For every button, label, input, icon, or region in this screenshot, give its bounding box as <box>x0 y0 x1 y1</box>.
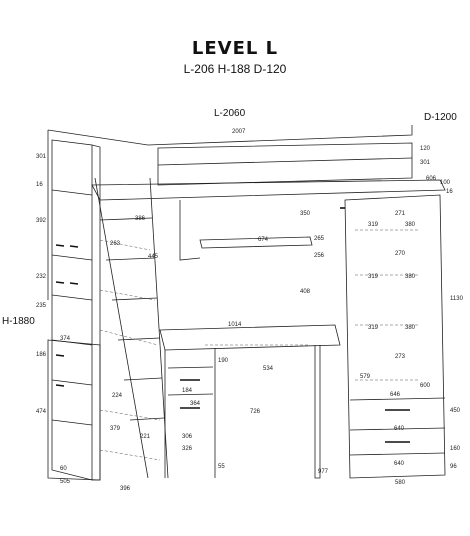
dim-60: 60 <box>60 466 67 472</box>
upper-shelf <box>199 236 313 249</box>
dim-350: 350 <box>300 211 311 217</box>
dim-600: 600 <box>420 383 431 389</box>
dim-977: 977 <box>318 469 329 475</box>
dim-379: 379 <box>110 426 121 432</box>
dim-364: 364 <box>190 401 201 407</box>
dim-534: 534 <box>263 366 274 372</box>
dim-224: 224 <box>112 393 123 399</box>
dim-301b: 301 <box>420 160 431 166</box>
dim-190: 190 <box>218 358 229 364</box>
dim-319a: 319 <box>368 222 379 228</box>
dim-396: 396 <box>120 486 131 492</box>
dim-96: 96 <box>450 464 457 470</box>
dim-386: 386 <box>135 216 146 222</box>
ladder-right-rail <box>149 177 169 479</box>
dim-726: 726 <box>250 409 261 415</box>
page-title: LEVEL L <box>191 38 279 59</box>
dim-380b: 380 <box>405 274 416 280</box>
dim-301: 301 <box>36 154 47 160</box>
dim-235: 235 <box>36 303 47 309</box>
dim-646: 646 <box>390 392 401 398</box>
dim-374: 374 <box>60 336 71 342</box>
dim-450: 450 <box>450 408 461 414</box>
dim-640b: 640 <box>394 461 405 467</box>
dim-120: 120 <box>420 146 431 152</box>
dim-184: 184 <box>182 388 193 394</box>
length-label: L-2060 <box>214 108 246 119</box>
dim-221: 221 <box>140 434 151 440</box>
dim-640a: 640 <box>394 426 405 432</box>
dim-265: 265 <box>314 236 325 242</box>
dim-100: 100 <box>440 180 451 186</box>
top-platform <box>91 179 446 201</box>
dim-326: 326 <box>182 446 193 452</box>
dim-674: 674 <box>258 237 269 243</box>
dim-273: 273 <box>395 354 406 360</box>
dim-55: 55 <box>218 464 225 470</box>
dim-319b: 319 <box>368 274 379 280</box>
dim-1130: 1130 <box>450 296 464 302</box>
dim-580: 580 <box>395 480 406 486</box>
dim-263: 263 <box>110 241 121 247</box>
height-label: H-1880 <box>2 316 35 327</box>
dim-186: 186 <box>36 352 47 358</box>
dim-474: 474 <box>36 409 47 415</box>
dim-606: 606 <box>426 176 437 182</box>
dim-271: 271 <box>395 211 406 217</box>
dim-380c: 380 <box>405 325 416 331</box>
dim-16a: 16 <box>36 182 43 188</box>
ladder-left-rail <box>94 177 149 479</box>
dim-445: 445 <box>148 254 159 260</box>
dim-306: 306 <box>182 434 193 440</box>
dim-505: 505 <box>60 479 71 485</box>
dim-579: 579 <box>360 374 371 380</box>
top-back-edge <box>47 125 413 146</box>
dim-1014: 1014 <box>228 322 242 328</box>
dim-232: 232 <box>36 274 47 280</box>
dim-319c: 319 <box>368 325 379 331</box>
dim-16b: 16 <box>446 189 453 195</box>
dim-2007: 2007 <box>232 129 246 135</box>
depth-label: D-1200 <box>424 112 457 123</box>
bed-frame <box>157 142 413 186</box>
dim-256: 256 <box>314 253 325 259</box>
wardrobe-outline <box>344 194 446 479</box>
dim-408: 408 <box>300 289 311 295</box>
dim-380a: 380 <box>405 222 416 228</box>
dimensions-subtitle: L-206 H-188 D-120 <box>183 62 287 76</box>
dim-160: 160 <box>450 446 461 452</box>
dim-392: 392 <box>36 218 47 224</box>
dim-270: 270 <box>395 251 406 257</box>
desk-top <box>159 324 341 351</box>
